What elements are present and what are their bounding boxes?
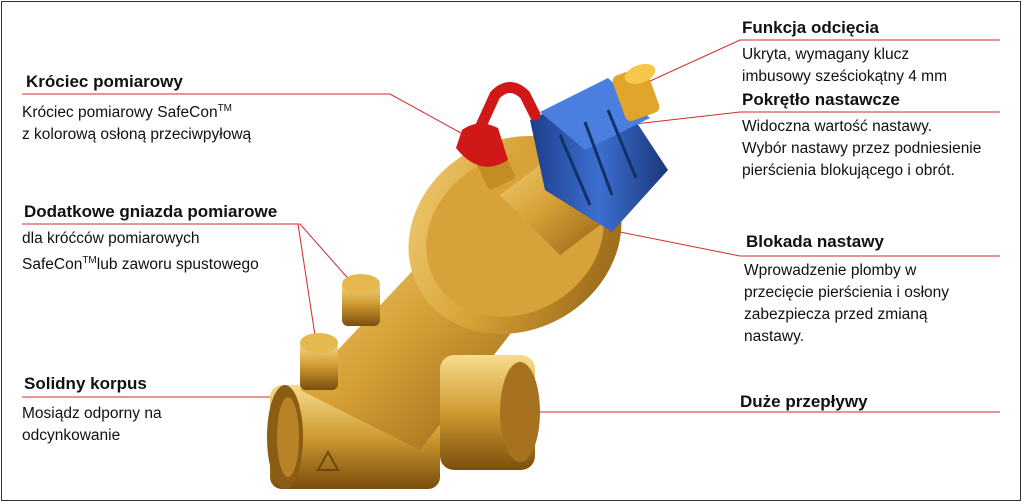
krociec-line2: z kolorową osłoną przeciwpyłową xyxy=(22,126,252,144)
line-pokretlo xyxy=(599,111,1000,129)
line-gniazda xyxy=(22,223,361,293)
blokada-line3: zabezpiecza przed zmianą xyxy=(744,306,928,323)
pokretlo-text: Widoczna wartość nastawy. Wybór nastawy … xyxy=(742,116,981,182)
measuring-ports xyxy=(300,274,380,390)
odciecie-line1: Ukryta, wymagany klucz xyxy=(742,46,910,63)
dust-cap xyxy=(456,82,541,190)
gniazda-line2b: lub zaworu spustowego xyxy=(96,256,259,274)
pokretlo-line3: pierścienia blokującego i obrót. xyxy=(742,162,955,179)
blokada-text: Wprowadzenie plomby w przecięcie pierści… xyxy=(744,260,949,348)
pokretlo-line1: Widoczna wartość nastawy. xyxy=(742,118,933,135)
flow-arrow-icon xyxy=(316,449,340,471)
korpus-line2: odcynkowanie xyxy=(22,427,121,444)
gniazda-text: dla króćców pomiarowych SafeConTMlub zaw… xyxy=(22,228,259,276)
blokada-line1: Wprowadzenie plomby w xyxy=(744,262,917,279)
line-gniazda-b xyxy=(297,223,317,343)
pokretlo-title: Pokrętło nastawcze xyxy=(742,90,900,109)
gniazda-line2a: SafeCon xyxy=(22,256,83,274)
line-blokada xyxy=(609,229,1000,257)
odciecie-title: Funkcja odcięcia xyxy=(742,18,879,37)
gniazda-sup: TM xyxy=(82,255,97,266)
pokretlo-line2: Wybór nastawy przez podniesienie xyxy=(742,140,982,157)
krociec-text: Króciec pomiarowy SafeConTM z kolorową o… xyxy=(22,98,251,146)
gniazda-line1: dla króćców pomiarowych xyxy=(22,230,200,247)
przeplywy-title: Duże przepływy xyxy=(740,392,868,411)
line-krociec xyxy=(22,93,471,139)
krociec-sup: TM xyxy=(217,103,233,114)
odciecie-text: Ukryta, wymagany klucz imbusowy sześciok… xyxy=(742,44,947,88)
krociec-line1: Króciec pomiarowy SafeCon xyxy=(22,104,218,122)
blokada-title: Blokada nastawy xyxy=(746,232,884,251)
blokada-line2: przecięcie pierścienia i osłony xyxy=(744,284,950,301)
korpus-line1: Mosiądz odporny na xyxy=(22,405,162,422)
callout-lines xyxy=(22,39,1000,413)
odciecie-line2: imbusowy sześciokątny 4 mm xyxy=(742,68,948,85)
korpus-title: Solidny korpus xyxy=(24,374,147,393)
gniazda-title: Dodatkowe gniazda pomiarowe xyxy=(24,202,278,221)
blokada-line4: nastawy. xyxy=(744,328,805,345)
line-odciecie xyxy=(647,39,1000,83)
setting-knob xyxy=(530,63,668,232)
korpus-text: Mosiądz odporny na odcynkowanie xyxy=(22,403,162,447)
krociec-title: Króciec pomiarowy xyxy=(26,72,183,91)
